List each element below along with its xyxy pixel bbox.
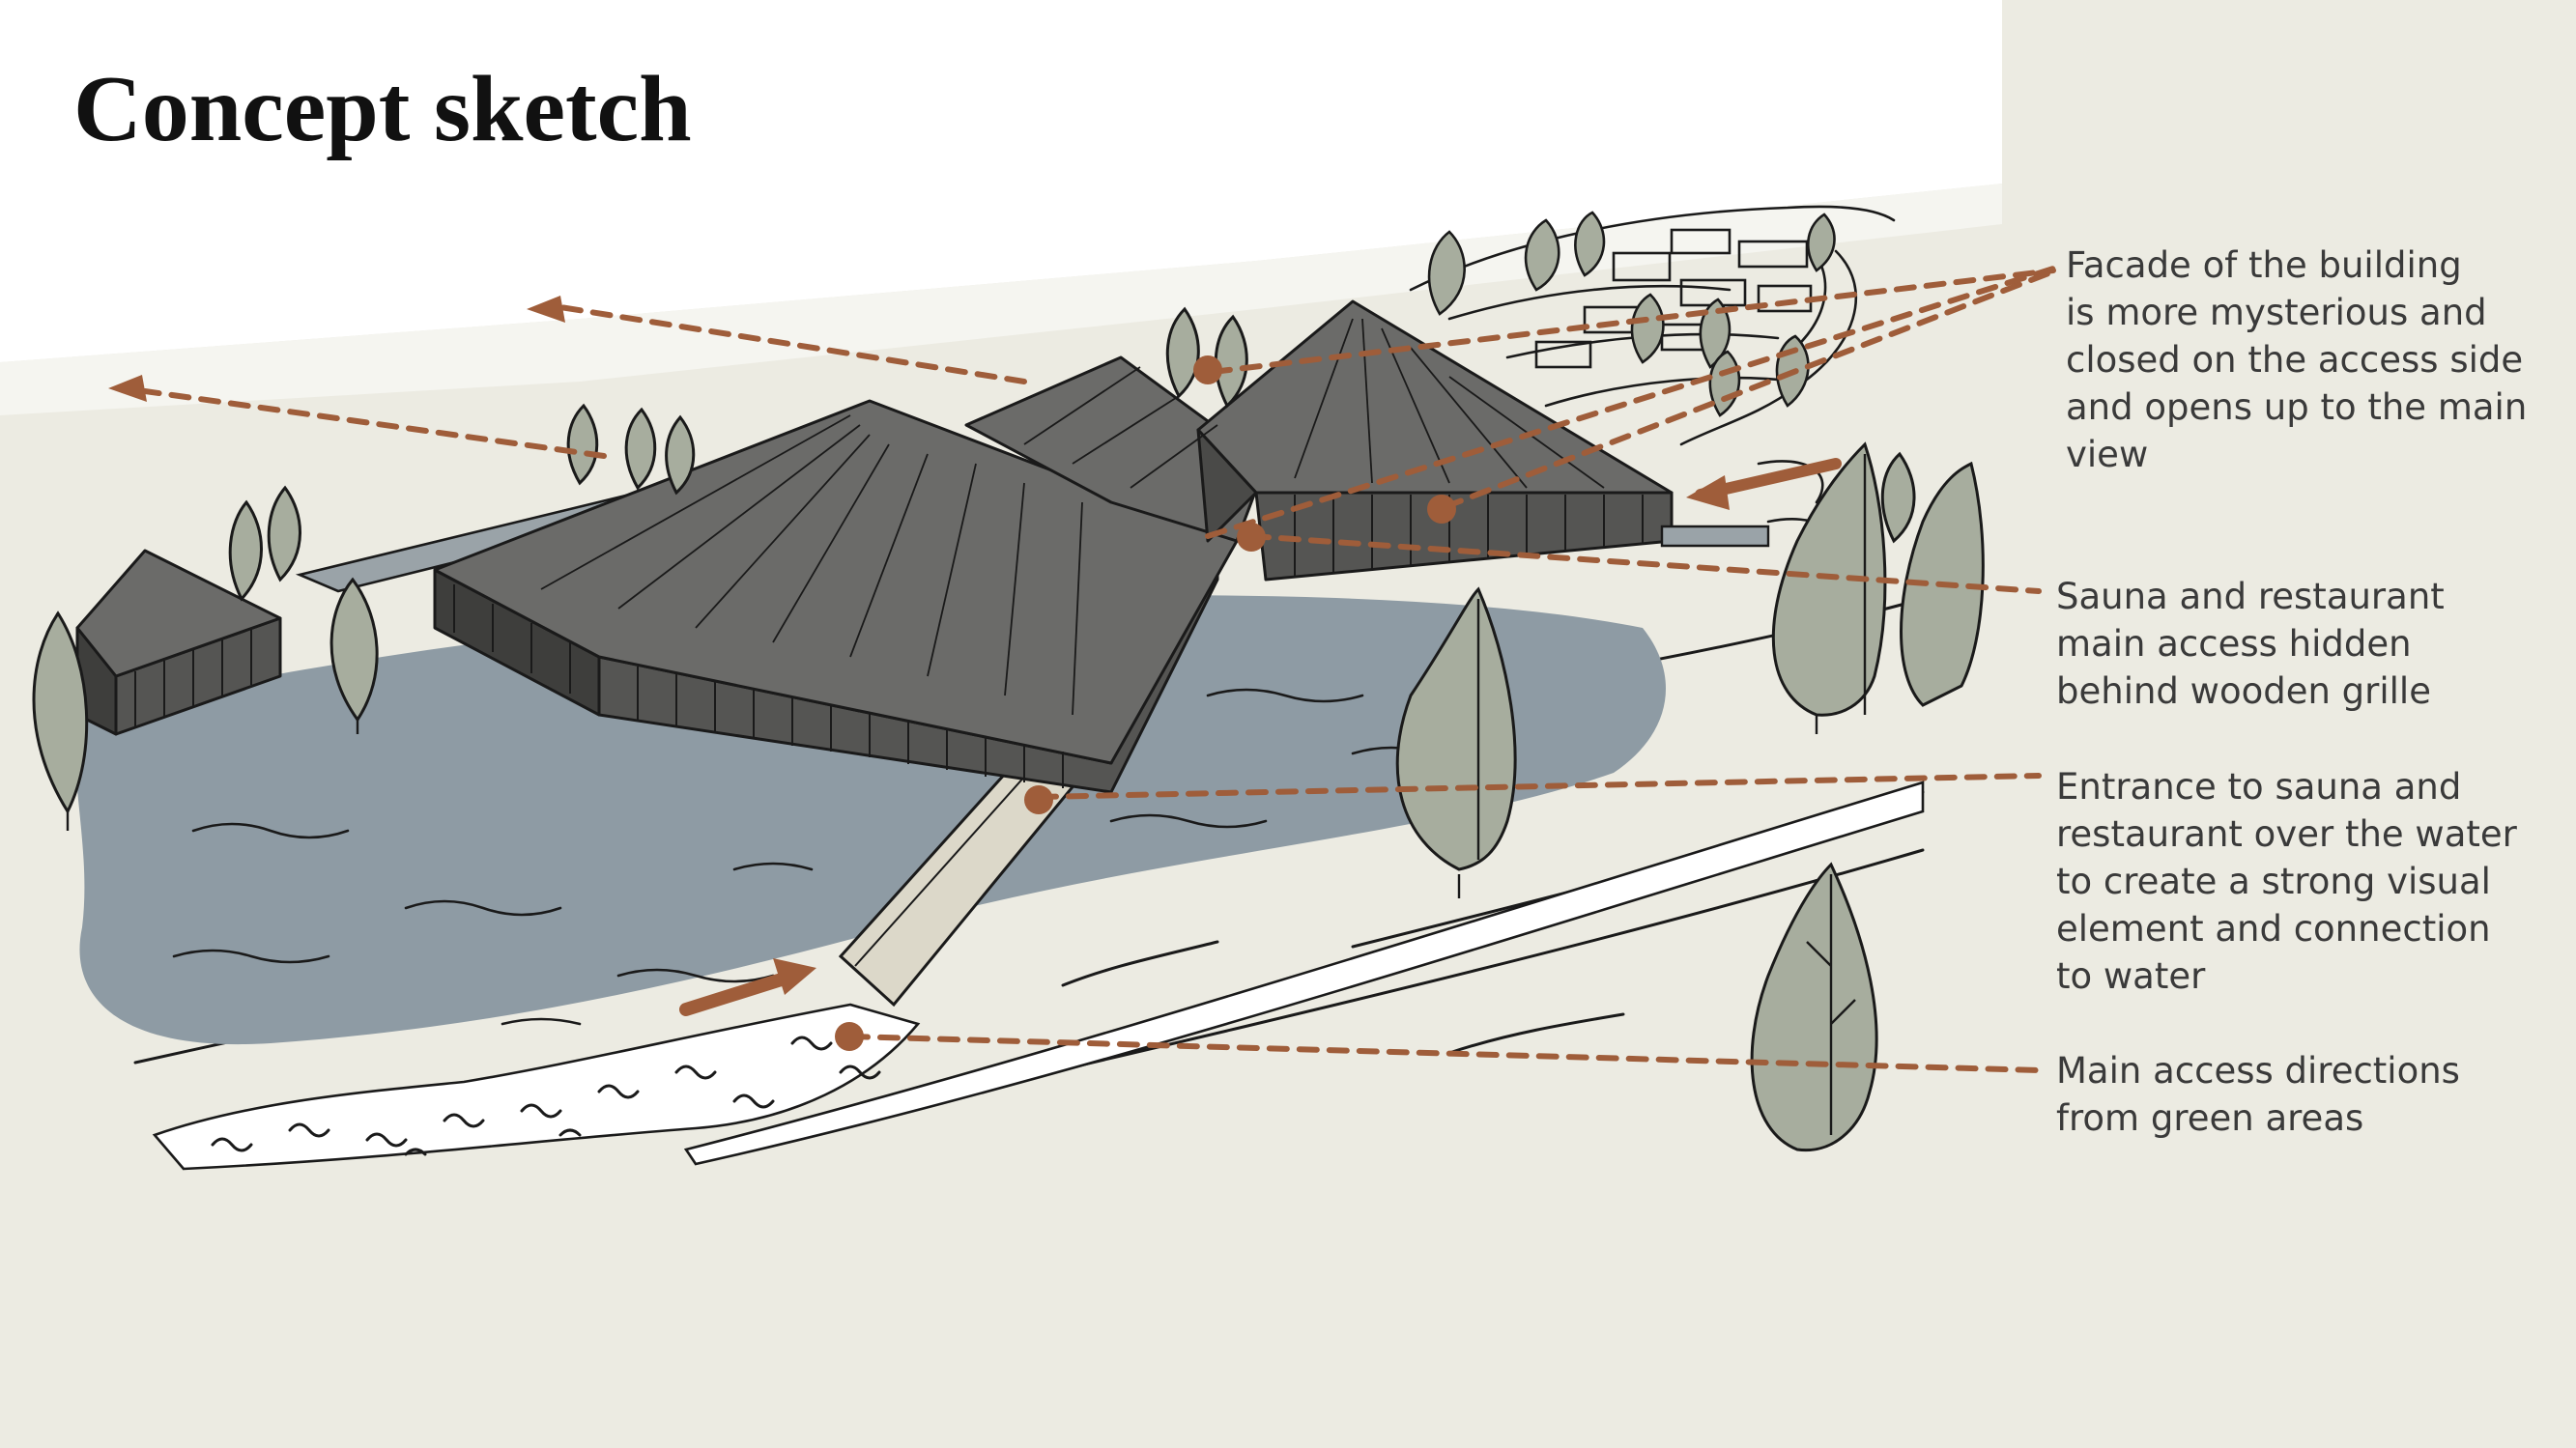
annotation-entrance: Entrance to sauna and restaurant over th… <box>2056 763 2517 1000</box>
annotation-line: to water <box>2056 952 2517 1000</box>
annotation-line: element and connection <box>2056 905 2517 952</box>
annotation-line: Main access directions <box>2056 1047 2460 1094</box>
annotation-line: restaurant over the water <box>2056 810 2517 858</box>
annotation-line: behind wooden grille <box>2056 667 2445 715</box>
annotation-line: from green areas <box>2056 1094 2460 1142</box>
annotation-facade: Facade of the building is more mysteriou… <box>2066 241 2527 478</box>
annotation-line: to create a strong visual <box>2056 858 2517 905</box>
annotation-main-access: Sauna and restaurant main access hidden … <box>2056 573 2445 715</box>
annotation-line: closed on the access side <box>2066 336 2527 383</box>
annotation-access-directions: Main access directions from green areas <box>2056 1047 2460 1142</box>
page-title: Concept sketch <box>73 60 692 159</box>
annotation-line: Entrance to sauna and <box>2056 763 2517 810</box>
annotation-line: and opens up to the main <box>2066 383 2527 431</box>
annotation-line: Sauna and restaurant <box>2056 573 2445 620</box>
annotation-line: Facade of the building <box>2066 241 2527 289</box>
annotation-line: is more mysterious and <box>2066 289 2527 336</box>
annotation-line: main access hidden <box>2056 620 2445 667</box>
annotation-line: view <box>2066 431 2527 478</box>
boardwalk-right <box>1662 526 1768 546</box>
